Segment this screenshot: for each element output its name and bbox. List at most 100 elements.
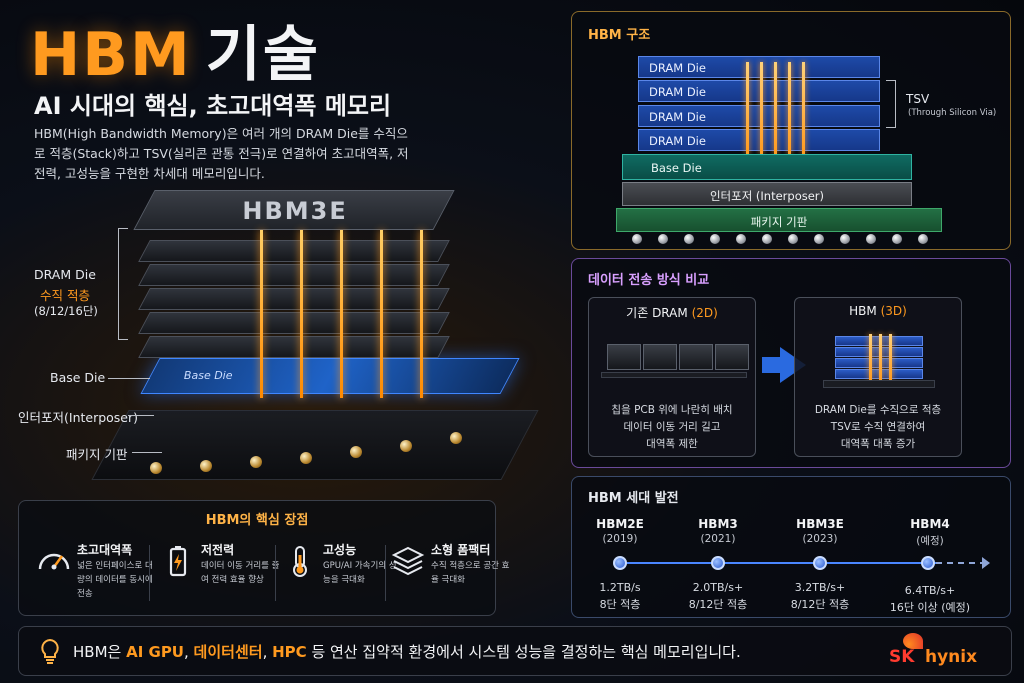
comparison-2d-heading: 기존 DRAM (2D) [589,304,755,321]
leader-line [128,415,154,416]
generation-speed: 1.2TB/s [599,581,641,594]
dram-layer [138,312,450,334]
generation-name: HBM4 [910,517,950,531]
desc-line: 대역폭 대폭 증가 [840,438,916,450]
footer-text: HBM은 AI GPU, 데이터센터, HPC 등 연산 집약적 환경에서 시스… [73,641,741,662]
bump-ball [866,234,876,244]
comparison-2d-tag: (2D) [691,306,718,320]
advantage-desc: GPU/AI 가속기의 성능을 극대화 [323,561,397,585]
base-die-block: Base Die [140,358,520,394]
generation-speed: 2.0TB/s+ [692,581,744,594]
tsv-line [300,230,303,398]
desc-line: 데이터 이동 거리 길고 [623,421,721,433]
label-package: 패키지 기판 [66,447,128,462]
comparison-2d-desc: 칩을 PCB 위에 나란히 배치 데이터 이동 거리 길고 대역폭 제한 [589,402,755,453]
advantage-title: 초고대역폭 [77,543,133,557]
solder-ball [300,452,312,464]
advantage-title: 고성능 [323,543,357,557]
structure-title: HBM 구조 [588,28,651,43]
solder-ball [200,460,212,472]
advantages-title: HBM의 핵심 장점 [205,513,309,528]
dram-bracket [118,228,128,340]
timeline-dashed [936,562,986,564]
timeline-dot [813,556,827,570]
sk-hynix-logo: SK hynix [889,633,999,673]
tsv-line [889,334,892,380]
dram-chip-2d [715,344,749,370]
timeline-dot [613,556,627,570]
bump-ball [892,234,902,244]
dram-layer [138,336,450,358]
label-base-die: Base Die [50,370,106,385]
bump-ball [710,234,720,244]
generation-year: (예정) [916,535,944,547]
solder-ball [450,432,462,444]
dram-layer [138,288,450,310]
timeline-dot [921,556,935,570]
advantage-item: 초고대역폭 넓은 인터페이스로 대량의 데이터를 동시에 전송 [35,539,153,609]
comparison-3d-heading: HBM (3D) [795,304,961,318]
generation-item: HBM3 (2021) 2.0TB/s+ 8/12단 적층 [673,517,763,613]
comparison-3d-desc: DRAM Die를 수직으로 적층 TSV로 수직 연결하여 대역폭 대폭 증가 [795,402,961,453]
advantage-item: 소형 폼팩터 수직 적층으로 공간 효율 극대화 [389,539,510,609]
label-dram-die: DRAM Die [34,267,96,282]
dram-chip-2d [607,344,641,370]
pcb-board [601,372,747,378]
footer-highlight: 데이터센터 [193,643,263,661]
bump-ball [658,234,668,244]
chip-label: HBM3E [242,197,348,225]
divider [149,545,150,601]
structure-dram-die: DRAM Die [638,80,880,102]
structure-package: 패키지 기판 [616,208,942,232]
advantage-desc: 데이터 이동 거리를 줄여 전력 효율 향상 [201,561,280,585]
thermometer-icon [281,543,319,579]
tsv-label: TSV [906,92,930,106]
dram-layer [138,240,450,262]
generation-stack: 16단 이상 (예정) [889,601,971,614]
tsv-line [340,230,343,398]
structure-dram-die: DRAM Die [638,56,880,78]
title-ko: 기술 [205,20,321,90]
footer-suffix: 등 연산 집약적 환경에서 시스템 성능을 결정하는 핵심 메모리입니다. [306,643,741,661]
comparison-3d-tag: (3D) [880,304,907,318]
tsv-line [879,334,882,380]
generations-title: HBM 세대 발전 [588,491,679,506]
dram-chip-2d [643,344,677,370]
comparison-panel: 데이터 전송 방식 비교 기존 DRAM (2D) 칩을 PCB 위에 나란히 … [571,258,1011,468]
generation-year: (2021) [700,533,736,545]
logo-sk: SK [889,647,915,667]
comparison-2d-title: 기존 DRAM [626,306,688,320]
tsv-line [420,230,423,398]
advantage-title: 저전력 [201,543,235,557]
generations-panel: HBM 세대 발전 HBM2E (2019) 1.2TB/s 8단 적층 HBM… [571,476,1011,618]
generation-stack: 8/12단 적층 [688,598,748,611]
generation-stack: 8/12단 적층 [790,598,850,611]
solder-ball [250,456,262,468]
advantage-item: 저전력 데이터 이동 거리를 줄여 전력 효율 향상 [159,539,280,609]
dram-layer [138,264,450,286]
bump-ball [918,234,928,244]
generation-name: HBM3 [698,517,738,531]
generation-item: HBM3E (2023) 3.2TB/s+ 8/12단 적층 [775,517,865,613]
tsv-fullname: (Through Silicon Via) [908,108,997,118]
bump-ball [788,234,798,244]
generation-item: HBM4 (예정) 6.4TB/s+ 16단 이상 (예정) [878,517,982,616]
label-interposer: 인터포저(Interposer) [18,410,139,425]
timeline-dot [711,556,725,570]
divider [275,545,276,601]
footer-highlight: HPC [272,643,307,661]
desc-line: DRAM Die를 수직으로 적층 [814,404,942,416]
bump-ball [762,234,772,244]
bump-ball [840,234,850,244]
page-subtitle: AI 시대의 핵심, 초고대역폭 메모리 [34,92,392,120]
lightbulb-icon [37,637,63,671]
logo-swirl-icon [903,633,923,649]
intro-text: HBM(High Bandwidth Memory)은 여러 개의 DRAM D… [34,126,409,181]
comparison-3d-card: HBM (3D) DRAM Die를 수직으로 적층 TSV로 수직 연결하여 … [794,297,962,457]
tsv-line [380,230,383,398]
layers-icon [389,543,427,579]
label-stack-counts: (8/12/16단) [34,304,98,318]
comparison-title: 데이터 전송 방식 비교 [588,273,710,288]
footer-bar: HBM은 AI GPU, 데이터센터, HPC 등 연산 집약적 환경에서 시스… [18,626,1012,676]
